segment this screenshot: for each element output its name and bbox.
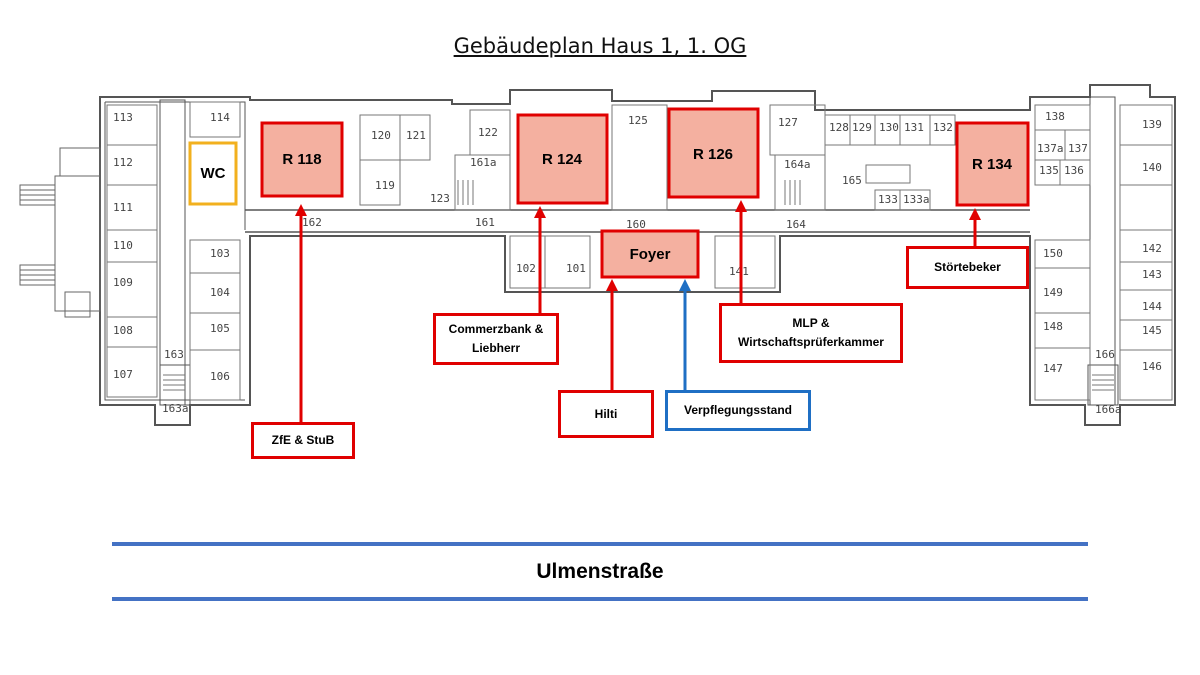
room-number-133a: 133a xyxy=(903,193,930,206)
room-number-164a: 164a xyxy=(784,158,811,171)
callout-hilti: Hilti xyxy=(558,390,654,438)
room-number-131: 131 xyxy=(904,121,924,134)
room-r126-label: R 126 xyxy=(693,146,733,163)
room-number-123: 123 xyxy=(430,192,450,205)
room-r134 xyxy=(955,121,1030,207)
room-number-163: 163 xyxy=(164,348,184,361)
room-number-128: 128 xyxy=(829,121,849,134)
room-number-121: 121 xyxy=(406,129,426,142)
room-number-166a: 166a xyxy=(1095,403,1122,416)
room-r124 xyxy=(516,113,609,205)
room-number-107: 107 xyxy=(113,368,133,381)
room-number-111: 111 xyxy=(113,201,133,214)
street-line-top xyxy=(112,542,1088,546)
room-number-109: 109 xyxy=(113,276,133,289)
room-r118-label: R 118 xyxy=(282,151,321,168)
room-number-150: 150 xyxy=(1043,247,1063,260)
room-r124-label: R 124 xyxy=(542,151,583,168)
room-number-160: 160 xyxy=(626,218,646,231)
wc-room xyxy=(188,141,238,206)
arrows xyxy=(295,200,981,422)
room-number-110: 110 xyxy=(113,239,133,252)
foyer-room xyxy=(600,229,700,279)
room-number-125: 125 xyxy=(628,114,648,127)
room-number-146: 146 xyxy=(1142,360,1162,373)
room-number-119: 119 xyxy=(375,179,395,192)
room-number-113: 113 xyxy=(113,111,133,124)
room-number-161a: 161a xyxy=(470,156,497,169)
room-number-145: 145 xyxy=(1142,324,1162,337)
room-number-137a: 137a xyxy=(1037,142,1064,155)
room-number-102: 102 xyxy=(516,262,536,275)
room-number-139: 139 xyxy=(1142,118,1162,131)
room-number-142: 142 xyxy=(1142,242,1162,255)
room-number-163a: 163a xyxy=(162,402,189,415)
room-number-129: 129 xyxy=(852,121,872,134)
outer-wall xyxy=(99,84,1176,426)
room-number-148: 148 xyxy=(1043,320,1063,333)
room-number-122: 122 xyxy=(478,126,498,139)
highlighted-rooms: WC R 118 R 124 R 126 R 134 Foyer xyxy=(188,107,1030,279)
room-number-135: 135 xyxy=(1039,164,1059,177)
entrance-stairs xyxy=(19,147,101,318)
room-number-137: 137 xyxy=(1068,142,1088,155)
wc-label: WC xyxy=(201,165,226,182)
callout-mlp-wpk: MLP & Wirtschaftsprüferkammer xyxy=(719,303,903,363)
callout-zfe-stub: ZfE & StuB xyxy=(251,422,355,459)
room-number-143: 143 xyxy=(1142,268,1162,281)
room-number-166: 166 xyxy=(1095,348,1115,361)
room-r134-label: R 134 xyxy=(972,156,1013,173)
room-number-138: 138 xyxy=(1045,110,1065,123)
room-r118 xyxy=(260,121,344,198)
room-number-144: 144 xyxy=(1142,300,1162,313)
room-number-136: 136 xyxy=(1064,164,1084,177)
room-number-112: 112 xyxy=(113,156,133,169)
room-number-140: 140 xyxy=(1142,161,1162,174)
room-number-164: 164 xyxy=(786,218,806,231)
street-line-bottom xyxy=(112,597,1088,601)
room-number-161: 161 xyxy=(475,216,495,229)
stair-east-lower xyxy=(1087,364,1119,406)
room-number-101: 101 xyxy=(566,262,586,275)
room-number-149: 149 xyxy=(1043,286,1063,299)
room-number-104: 104 xyxy=(210,286,230,299)
room-number-162: 162 xyxy=(302,216,322,229)
plan-title: Gebäudeplan Haus 1, 1. OG xyxy=(453,34,747,58)
room-number-105: 105 xyxy=(210,322,230,335)
room-outlines xyxy=(106,101,1173,401)
room-number-141: 141 xyxy=(729,265,749,278)
room-r126 xyxy=(667,107,760,199)
room-number-130: 130 xyxy=(879,121,899,134)
room-number-108: 108 xyxy=(113,324,133,337)
street-name: Ulmenstraße xyxy=(536,560,664,583)
room-number-106: 106 xyxy=(210,370,230,383)
foyer-label: Foyer xyxy=(630,246,671,263)
room-number-labels: 113 114 112 111 110 109 108 107 103 104 105 106 163 1… xyxy=(113,110,1162,416)
room-number-127: 127 xyxy=(778,116,798,129)
room-number-165: 165 xyxy=(842,174,862,187)
callout-commerzbank-liebherr: Commerzbank & Liebherr xyxy=(433,313,559,365)
room-number-133: 133 xyxy=(878,193,898,206)
room-number-103: 103 xyxy=(210,247,230,260)
callout-verpflegungsstand: Verpflegungsstand xyxy=(665,390,811,431)
room-number-147: 147 xyxy=(1043,362,1063,375)
room-number-132: 132 xyxy=(933,121,953,134)
callout-stoertebeker: Störtebeker xyxy=(906,246,1029,289)
room-number-114: 114 xyxy=(210,111,230,124)
staircases xyxy=(163,164,1114,391)
room-number-120: 120 xyxy=(371,129,391,142)
